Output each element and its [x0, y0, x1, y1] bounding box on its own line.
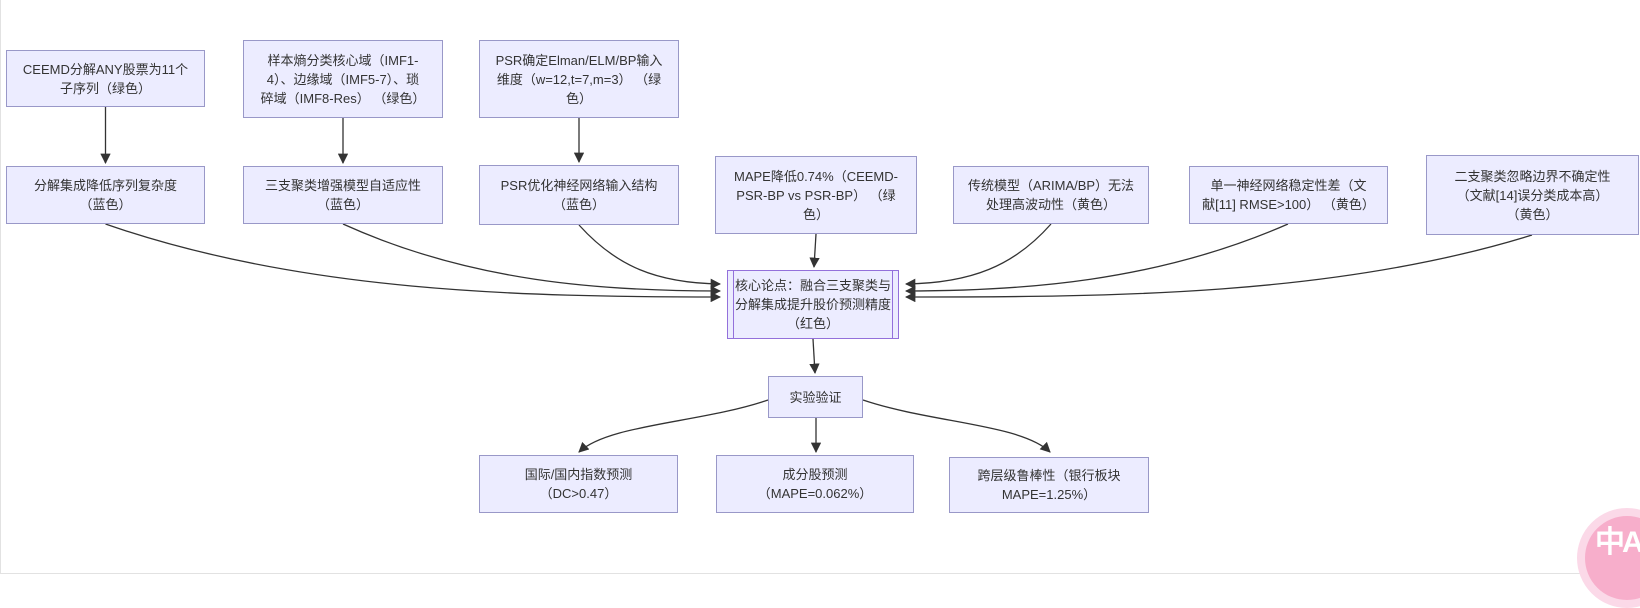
edge-two_way-to-core — [904, 234, 1533, 303]
edge-core-to-experiment — [809, 338, 820, 375]
edge-psr_benefit-to-core — [578, 224, 722, 290]
edge-cluster_benefit-to-core — [342, 223, 722, 297]
edge-traditional-to-core — [904, 223, 1052, 290]
translate-icon: 中A — [1595, 526, 1640, 559]
edge-single_nn-to-core — [904, 223, 1289, 297]
edge-decomp_benefit-to-core — [105, 223, 722, 303]
edge-experiment-to-index_pred — [578, 399, 769, 453]
edge-mape_drop-to-core — [809, 233, 820, 269]
edge-experiment-to-robustness — [862, 399, 1051, 453]
edge-layer — [100, 107, 1533, 454]
